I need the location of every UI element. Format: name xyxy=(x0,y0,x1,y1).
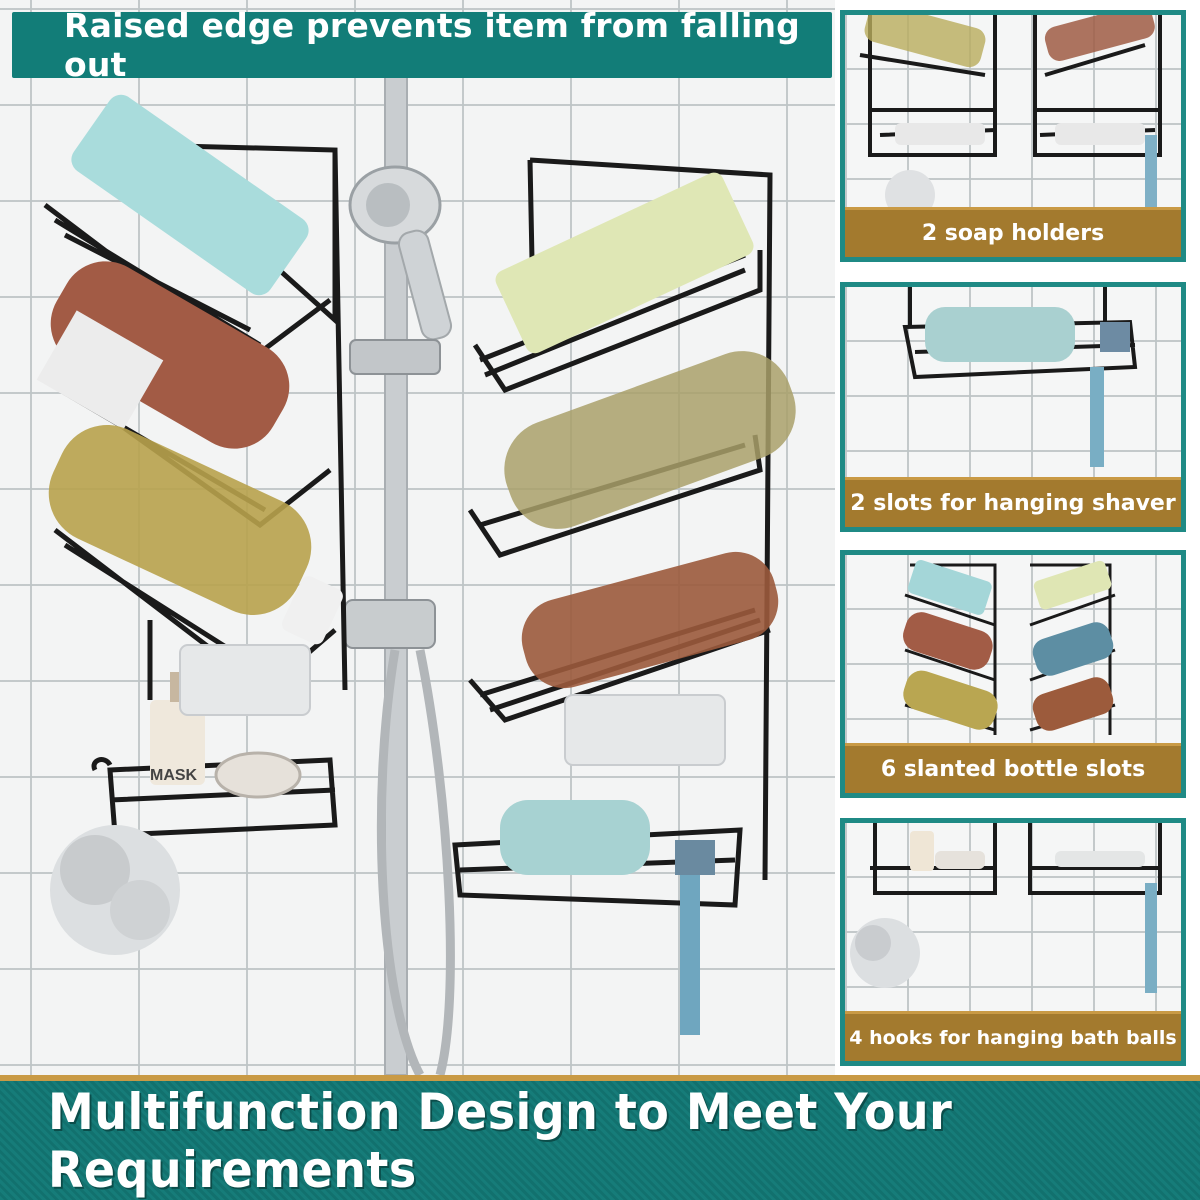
blue-tube xyxy=(71,94,309,296)
cream-bottle xyxy=(150,700,205,785)
bottom-banner-text: Multifunction Design to Meet Your Requir… xyxy=(48,1082,953,1199)
panel-caption-shaver-slots: 2 slots for hanging shaver xyxy=(845,477,1181,527)
shaver-icon xyxy=(1100,322,1130,352)
amber-bottle xyxy=(521,551,779,689)
hooks-illustration xyxy=(850,823,1162,993)
panel-caption-hooks: 4 hooks for hanging bath balls xyxy=(845,1011,1181,1061)
soap-bar-icon xyxy=(500,800,650,875)
yellow-tube xyxy=(495,172,754,354)
panel-hooks-bath-balls: 4 hooks for hanging bath balls xyxy=(840,818,1186,1066)
left-bottles: MASK xyxy=(36,94,343,955)
shaver-icon xyxy=(1145,135,1157,215)
bottle-slots-illustration xyxy=(903,560,1116,735)
bottom-banner: Multifunction Design to Meet Your Requir… xyxy=(0,1075,1200,1200)
shaver-slots-illustration xyxy=(902,287,1138,467)
panel-caption-soap-holders: 2 soap holders xyxy=(845,207,1181,257)
soap-holders-illustration xyxy=(859,15,1162,220)
brown-bottle xyxy=(50,261,290,449)
mask-jar xyxy=(214,751,302,799)
panel-caption-bottle-slots: 6 slanted bottle slots xyxy=(845,743,1181,793)
soap-bar-icon xyxy=(925,307,1075,362)
top-banner: Raised edge prevents item from falling o… xyxy=(12,6,832,84)
shaver-icon xyxy=(675,840,715,875)
top-banner-text: Raised edge prevents item from falling o… xyxy=(64,6,800,84)
shaver-icon xyxy=(1145,883,1157,993)
panel-shaver-slots: 2 slots for hanging shaver xyxy=(840,282,1186,532)
olive-bottle xyxy=(48,425,312,615)
clear-bottle xyxy=(504,351,796,529)
right-bottles xyxy=(495,172,796,1035)
panel-soap-holders: 2 soap holders xyxy=(840,10,1186,262)
product-label-mask: MASK xyxy=(150,767,198,784)
main-product-photo: MASK xyxy=(0,0,835,1075)
shower-caddy-illustration: MASK xyxy=(36,59,796,1075)
panel-bottle-slots: 6 slanted bottle slots xyxy=(840,550,1186,798)
